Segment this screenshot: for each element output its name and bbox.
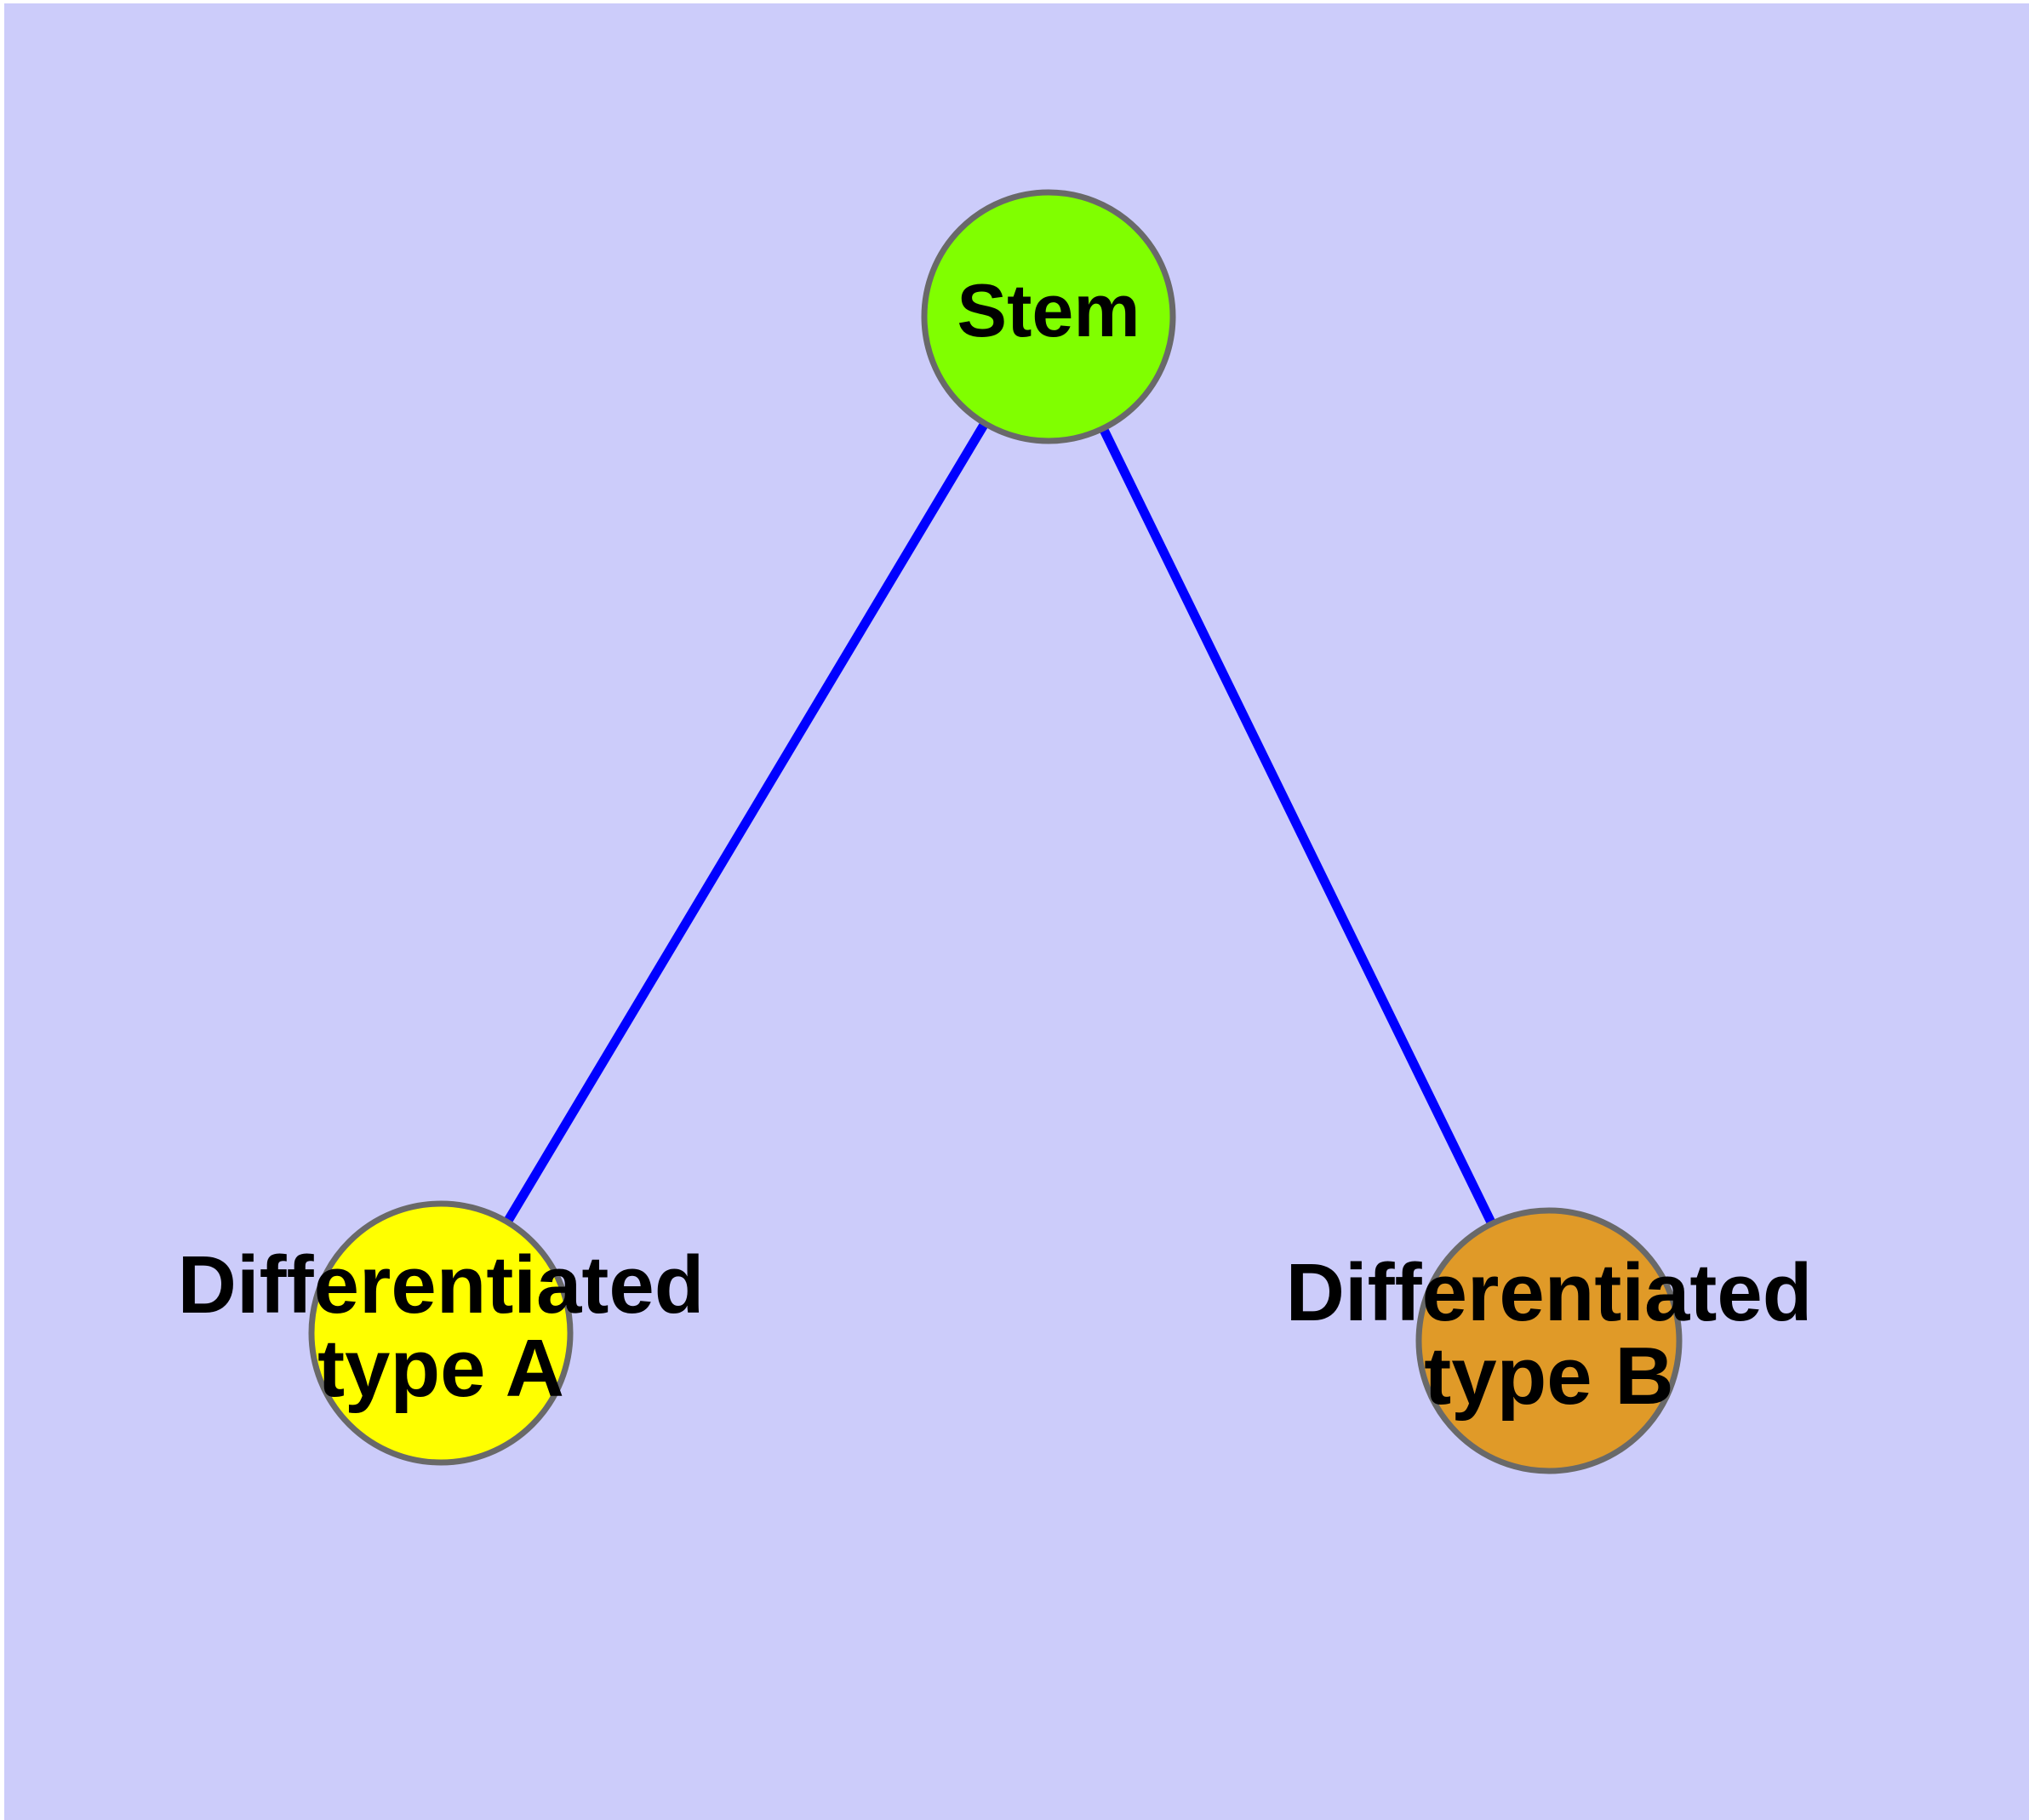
node-label-line: Differentiated bbox=[178, 1239, 705, 1331]
node-label-line: type A bbox=[317, 1323, 564, 1414]
node-label-line: Stem bbox=[957, 268, 1140, 352]
node-stem[interactable] bbox=[921, 189, 1176, 444]
node-diff-b[interactable] bbox=[1415, 1207, 1683, 1474]
node-diff-a[interactable] bbox=[308, 1200, 574, 1466]
node-label-line: Differentiated bbox=[1286, 1247, 1813, 1338]
node-label-line: type B bbox=[1424, 1331, 1673, 1422]
node-circle-stem[interactable] bbox=[921, 189, 1176, 444]
node-layer bbox=[308, 189, 1683, 1474]
node-circle-diff-b[interactable] bbox=[1415, 1207, 1683, 1474]
edge-stem-to-type-a[interactable] bbox=[437, 314, 1053, 1336]
node-label-stem: Stem bbox=[957, 268, 1140, 352]
edge-layer bbox=[437, 314, 1553, 1343]
node-circle-diff-a[interactable] bbox=[308, 1200, 574, 1466]
edge-stem-to-type-b[interactable] bbox=[1044, 314, 1553, 1343]
